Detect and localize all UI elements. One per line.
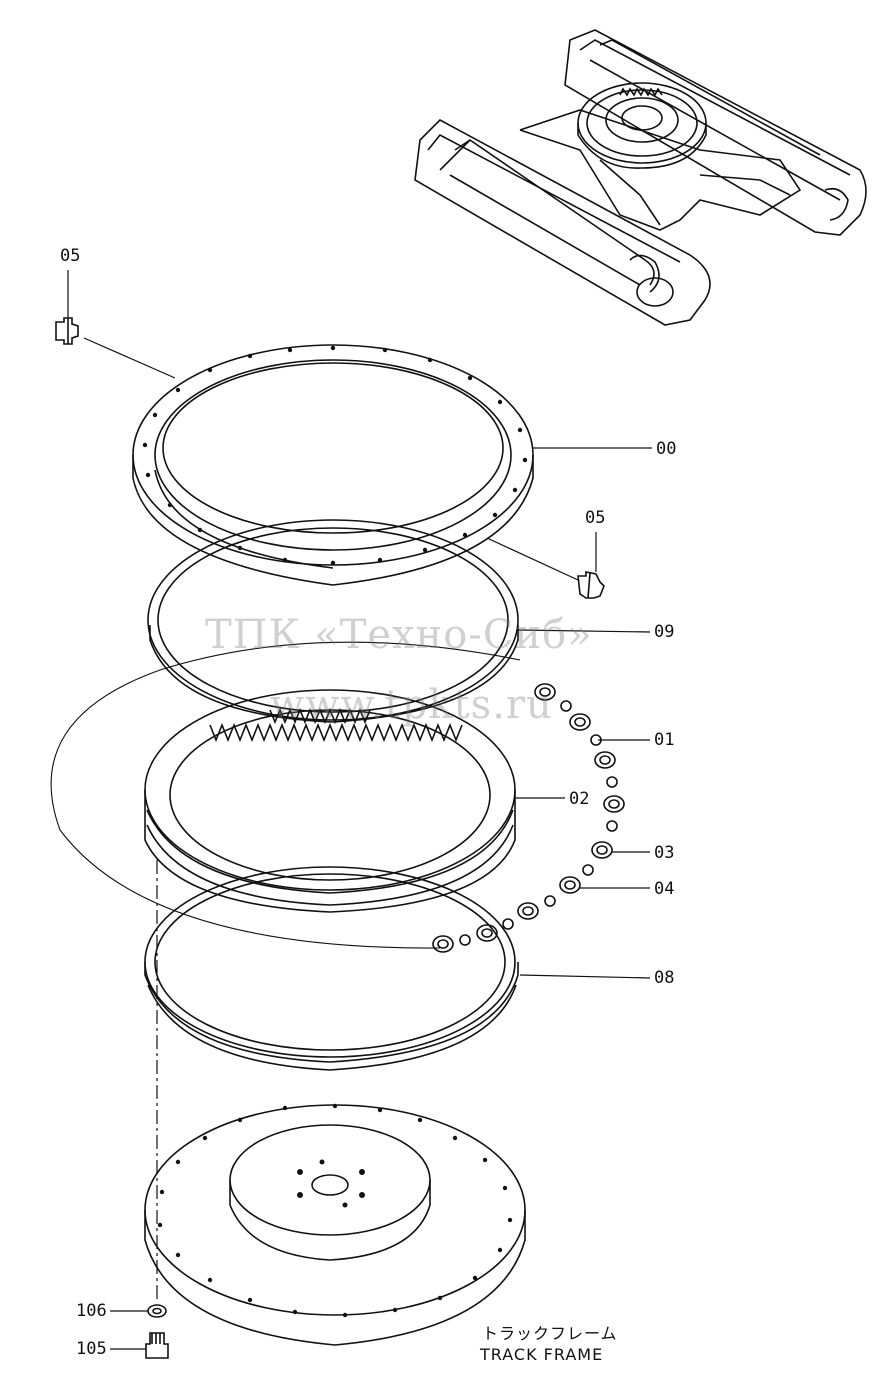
grease-fitting-top xyxy=(55,317,79,345)
callout-01: 01 xyxy=(654,730,675,750)
callout-05-top: 05 xyxy=(60,246,81,266)
seal-ring-lower xyxy=(144,866,519,1071)
callout-106: 106 xyxy=(76,1301,107,1321)
grease-fitting-right xyxy=(577,571,605,599)
callout-02: 02 xyxy=(569,789,590,809)
outer-race-ring xyxy=(132,344,534,586)
callout-09: 09 xyxy=(654,622,675,642)
callout-00: 00 xyxy=(656,439,677,459)
washer xyxy=(147,1304,167,1318)
callout-08: 08 xyxy=(654,968,675,988)
balls-and-rollers xyxy=(432,683,625,953)
bearing-path-guide xyxy=(50,641,521,949)
inner-gear-ring xyxy=(144,689,516,913)
seal-ring-upper xyxy=(147,519,519,723)
leader-lines xyxy=(67,270,652,1350)
callout-05-right: 05 xyxy=(585,508,606,528)
callout-03: 03 xyxy=(654,843,675,863)
callout-105: 105 xyxy=(76,1339,107,1359)
caption-track-frame-jp: トラックフレーム xyxy=(482,1324,618,1343)
caption-track-frame-en: TRACK FRAME xyxy=(480,1345,604,1364)
watermark-url: www.tpkts.ru xyxy=(270,682,553,728)
callout-04: 04 xyxy=(654,879,675,899)
watermark-company: ТПК «Техно-Сиб» xyxy=(205,612,593,658)
base-flange xyxy=(144,1103,526,1346)
track-frame-illustration xyxy=(414,29,867,326)
bolt xyxy=(145,1332,169,1359)
